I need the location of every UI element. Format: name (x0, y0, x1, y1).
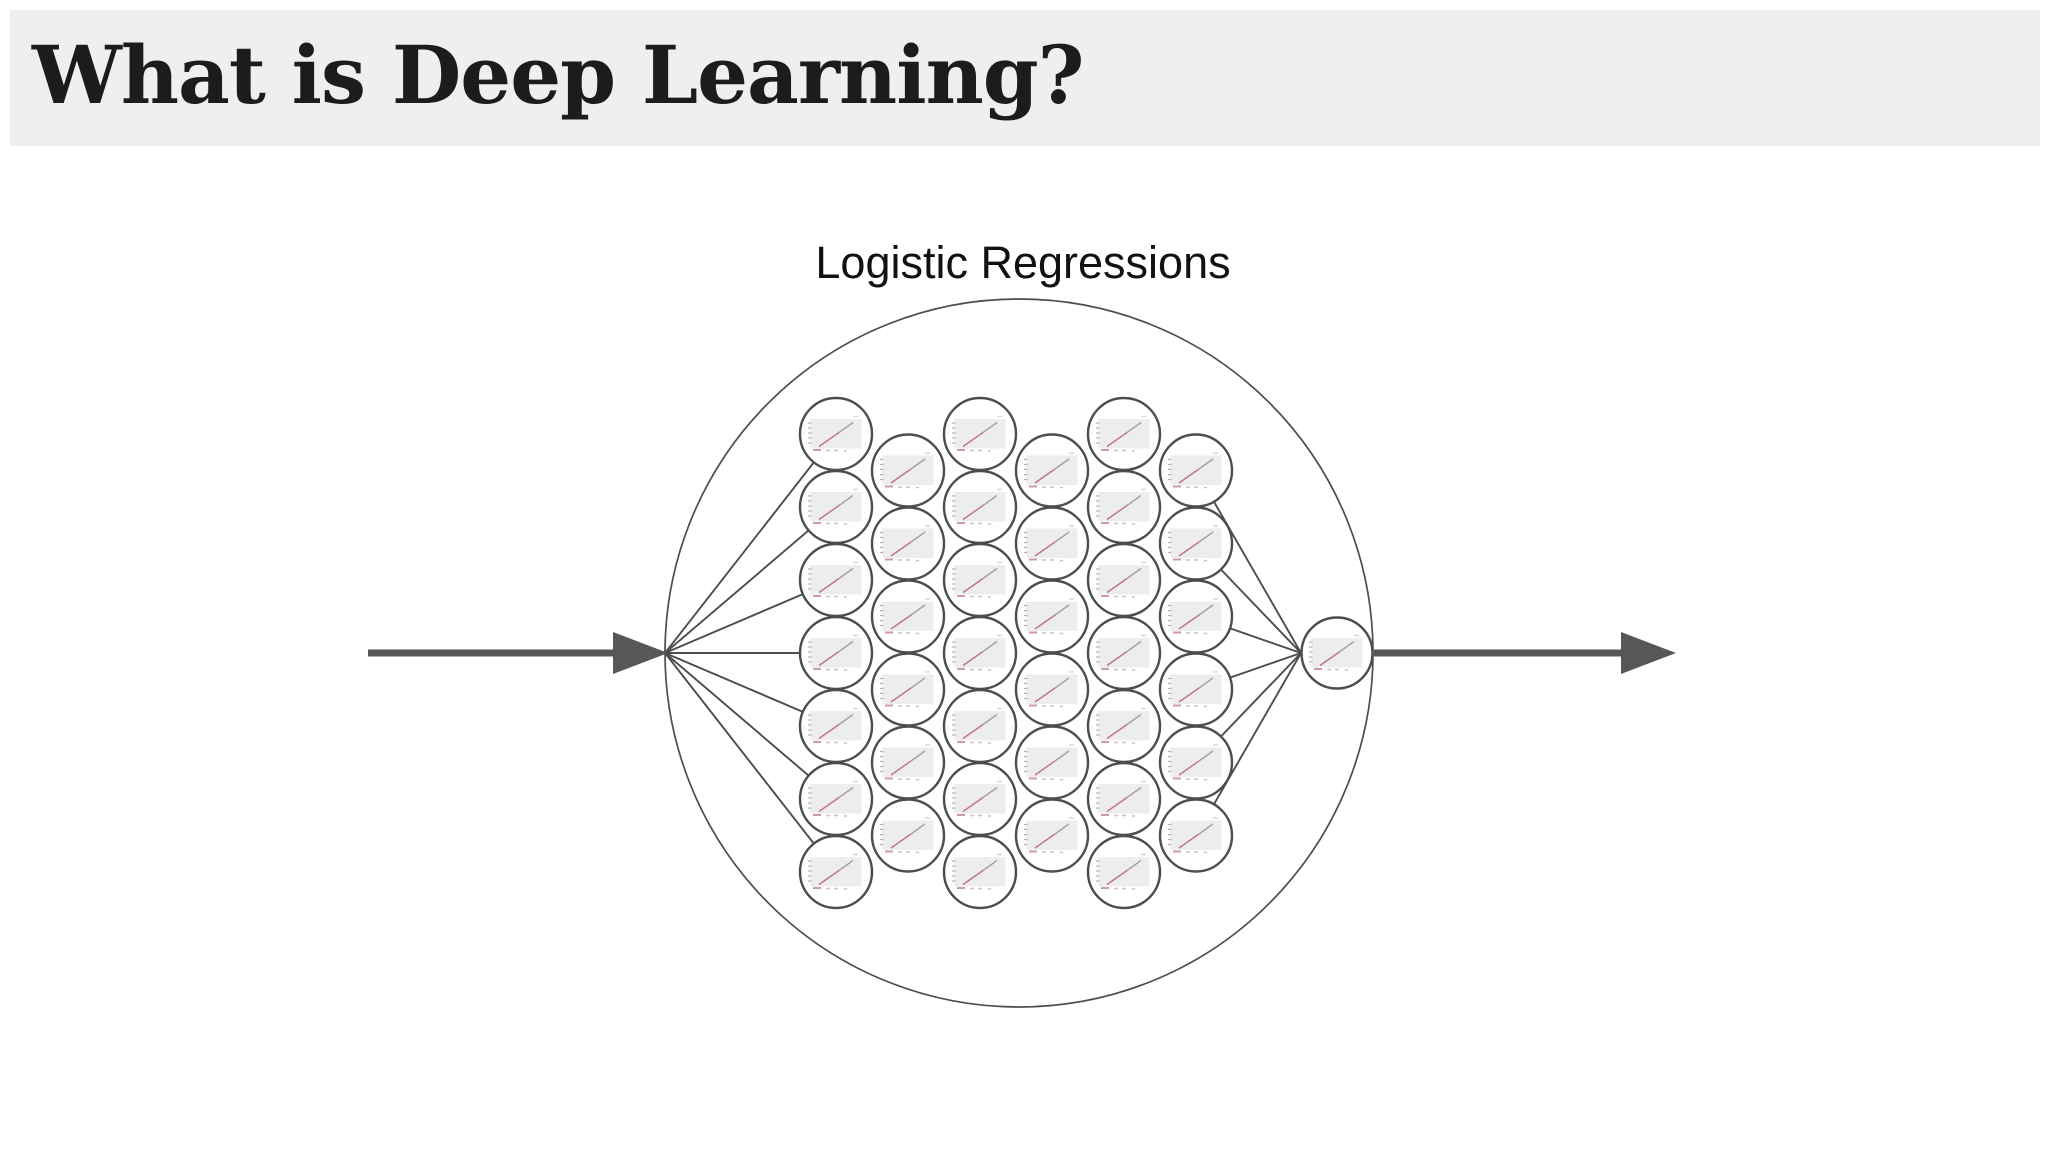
regression-line-pink (1106, 431, 1128, 448)
regression-line-pink (890, 468, 912, 484)
regression-line-gray (910, 823, 926, 835)
regression-line-pink (1178, 760, 1200, 776)
regression-line-gray (910, 458, 926, 470)
regression-line-gray (1054, 750, 1070, 762)
regression-line-gray (1198, 677, 1214, 689)
regression-line-gray (838, 859, 854, 872)
regression-line-gray (1054, 531, 1070, 543)
regression-line-gray (1198, 823, 1214, 835)
regression-line-pink (1034, 833, 1056, 849)
regression-line-gray (1126, 421, 1142, 434)
regression-line-gray (838, 786, 854, 799)
regression-line-pink (1178, 614, 1200, 630)
regression-line-pink (1178, 541, 1200, 557)
regression-line-gray (838, 567, 854, 580)
regression-line-pink (962, 650, 984, 667)
regression-line-gray (1054, 604, 1070, 616)
regression-line-gray (1126, 494, 1142, 507)
regression-line-gray (910, 750, 926, 762)
regression-line-pink (1034, 541, 1056, 557)
regression-line-pink (1034, 687, 1056, 703)
regression-line-pink (818, 723, 840, 740)
regression-line-pink (1106, 869, 1128, 886)
regression-line-gray (838, 421, 854, 434)
input-fan-line (664, 433, 837, 654)
regression-line-pink (818, 504, 840, 521)
regression-line-gray (982, 859, 998, 872)
regression-line-pink (818, 650, 840, 667)
regression-line-gray (910, 531, 926, 543)
regression-line-pink (1106, 577, 1128, 594)
regression-line-gray (910, 604, 926, 616)
input-arrow-icon (368, 632, 668, 674)
title-banner: What is Deep Learning? (10, 10, 2040, 146)
regression-line-gray (1198, 458, 1214, 470)
regression-line-gray (982, 640, 998, 653)
regression-line-gray (1126, 859, 1142, 872)
input-fan-line (664, 506, 837, 654)
page-title: What is Deep Learning? (32, 28, 1085, 122)
regression-line-pink (818, 869, 840, 886)
regression-line-gray (982, 713, 998, 726)
regression-line-pink (1178, 687, 1200, 703)
regression-line-pink (890, 687, 912, 703)
regression-line-pink (1106, 796, 1128, 813)
regression-line-gray (1126, 713, 1142, 726)
regression-line-gray (982, 494, 998, 507)
regression-line-pink (962, 723, 984, 740)
input-fan-line (664, 652, 837, 800)
regression-line-pink (962, 796, 984, 813)
regression-line-gray (1198, 750, 1214, 762)
regression-line-pink (890, 760, 912, 776)
regression-line-pink (1034, 760, 1056, 776)
regression-line-gray (1054, 458, 1070, 470)
regression-line-gray (1339, 640, 1355, 653)
regression-line-pink (1178, 833, 1200, 849)
regression-line-pink (1319, 650, 1341, 667)
regression-line-gray (910, 677, 926, 689)
regression-line-pink (1178, 468, 1200, 484)
regression-line-gray (1126, 567, 1142, 580)
regression-line-gray (1126, 786, 1142, 799)
regression-line-pink (962, 504, 984, 521)
regression-line-pink (962, 869, 984, 886)
regression-line-pink (1106, 723, 1128, 740)
regression-line-gray (1054, 823, 1070, 835)
regression-line-pink (1106, 650, 1128, 667)
regression-line-pink (890, 541, 912, 557)
regression-line-gray (982, 421, 998, 434)
regression-line-pink (890, 614, 912, 630)
regression-line-gray (1198, 604, 1214, 616)
input-fan-line (664, 652, 837, 873)
regression-line-pink (1034, 614, 1056, 630)
regression-line-gray (838, 713, 854, 726)
regression-line-gray (1126, 640, 1142, 653)
regression-line-gray (982, 786, 998, 799)
output-arrow-icon (1374, 632, 1676, 674)
regression-line-gray (1054, 677, 1070, 689)
regression-line-gray (838, 640, 854, 653)
regression-line-pink (962, 577, 984, 594)
diagram-label: Logistic Regressions (815, 237, 1231, 288)
regression-line-gray (838, 494, 854, 507)
regression-line-pink (962, 431, 984, 448)
regression-line-gray (1198, 531, 1214, 543)
regression-line-pink (818, 577, 840, 594)
regression-line-pink (1106, 504, 1128, 521)
regression-line-pink (1034, 468, 1056, 484)
regression-line-pink (818, 431, 840, 448)
regression-line-pink (818, 796, 840, 813)
regression-line-pink (890, 833, 912, 849)
regression-line-gray (982, 567, 998, 580)
